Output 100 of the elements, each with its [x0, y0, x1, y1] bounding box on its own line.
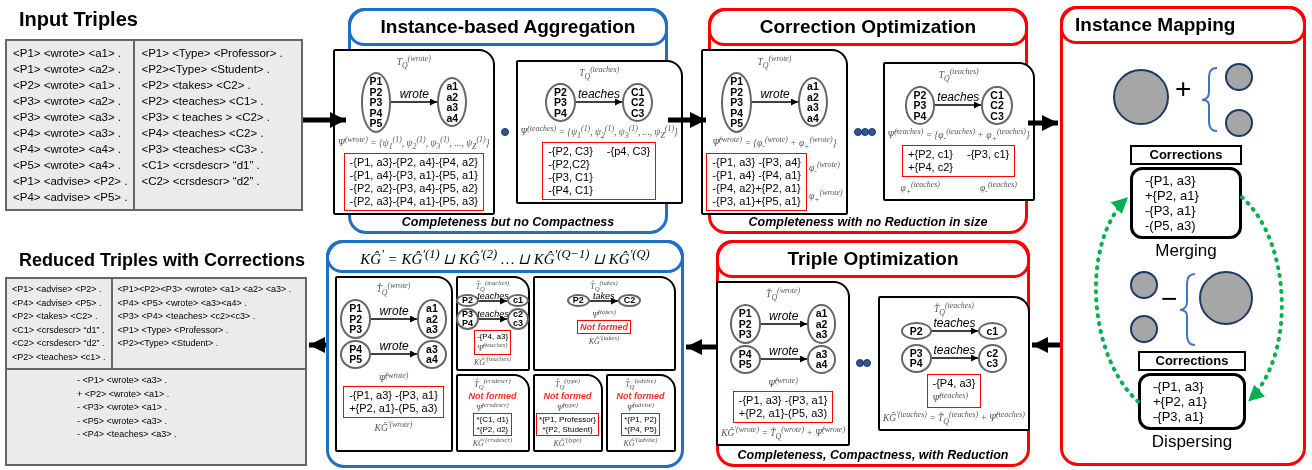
formula-text: KĜ$^{'(type)}$ — [553, 436, 582, 449]
status-text: Not formed — [543, 391, 592, 402]
caption-text: Merging — [1155, 241, 1217, 261]
panel-card — [532, 276, 676, 371]
status-text: Not formed — [616, 391, 665, 402]
panel-card — [515, 59, 683, 205]
ellipse-node: P2 — [566, 294, 590, 308]
arrow — [930, 354, 979, 362]
corrections-box: -{P1, a3} +{P2, a1} -{P3, a1} — [1138, 373, 1246, 430]
arrow — [930, 327, 979, 335]
formula-text: KĜ$^{'(wrote)}$ = T̂$_{Q}$$^{(wrote)}$ + Ψ̂$^{(wrote)}$ — [721, 423, 845, 442]
ellipse-node: C1 C2 C3 — [621, 82, 654, 123]
formula-text: Ψ̂$^{(wrote)}$ — [378, 369, 409, 385]
correction-entry: +{P2, a1}-(P5, a3) — [738, 406, 828, 420]
formula-text: Ψ̂$^{(wrote)}$ = {φ$_{-}$$^{(wrote)}$ + φ$_{+}$$^{(wrote)}$} — [712, 133, 837, 152]
ellipse-node: C2 — [617, 294, 642, 308]
correction-entry: -{P4, a3} — [476, 331, 509, 342]
corrections-header: Corrections — [1138, 351, 1246, 371]
correction-entry: *{P4, P5} — [624, 424, 657, 435]
formula-text: Ψ̂$^{(crsdescr)}$ — [476, 401, 509, 414]
edge-label: wrote — [379, 340, 409, 354]
ellipse-node: P4 P5 — [340, 339, 372, 369]
ellipse-node: c1 — [507, 294, 529, 308]
circle-node — [1199, 271, 1253, 325]
ellipse-node: a1 a2 a3 a4 — [437, 77, 468, 128]
correction-entry: +{P2, a1}-(P5, a3) — [349, 401, 438, 415]
correction-entry: -{P2, a2}-{P3, a4}-{P5, a2} — [349, 181, 478, 195]
corrections-header: Corrections — [1130, 145, 1242, 165]
correction-entry: *{P1, P2} — [624, 415, 657, 425]
arrow — [478, 315, 508, 323]
edge-label: wrote — [769, 309, 799, 323]
correction-box — [706, 152, 807, 211]
panel-card — [532, 373, 603, 452]
ellipse-node: P2 P3 P4 — [904, 85, 936, 125]
ellipse-node: P1 P2 P3 — [340, 299, 372, 339]
correction-entry: -{P1, a4} -{P4, a1} — [712, 168, 801, 182]
formula-text: KĜ$^{'(teaches)}$ — [474, 355, 511, 368]
arrow — [1028, 115, 1058, 131]
panel-title: KĜ$^{'}$ = KĜ$^{'(1)}$ ⊔ KĜ$^{'(2)}$ … ⊔ KĜ$^{'(Q−1)}$ ⊔ KĜ$^{'(Q)}$ — [326, 240, 684, 273]
panel-card — [455, 373, 530, 452]
correction-box — [343, 152, 484, 211]
arrow — [934, 101, 983, 109]
correction-entry: *{P2, d2} — [476, 424, 509, 435]
arrow — [390, 98, 439, 106]
panel-card — [605, 373, 676, 452]
arrow — [668, 112, 706, 128]
formula-text: KĜ$^{'(takes)}$ — [588, 333, 620, 347]
formula-text: KĜ$^{'(advise)}$ — [623, 436, 658, 449]
status-text: Not formed — [468, 391, 517, 402]
formula-text: Ψ̂$^{(wrote)}$ — [768, 374, 798, 390]
status-text: Not formed — [580, 321, 628, 332]
panel-card — [334, 276, 453, 452]
ellipse-node: P3 P4 — [456, 307, 479, 330]
table-cell: <P1> <advise> <P2> . <P4> <advise> <P5> . <P2> <takes> <C2> . <C1> <crsdescr> “d1” . <C2> <crsdescr> “d2” . <P2> <teaches> <c1> . — [6, 278, 112, 369]
ellipse-node: P4 P5 — [729, 344, 761, 374]
edge-label: wrote — [379, 304, 409, 318]
correction-entry: -{P2,C2} — [548, 158, 591, 172]
correction-box — [732, 390, 834, 423]
panel-title: Instance-based Aggregation — [348, 8, 668, 46]
circle-node — [1130, 315, 1158, 343]
formula-text: KĜ$^{'(wrote)}$ — [374, 418, 413, 434]
formula-text: Ψ̂$^{(type)}$ — [556, 401, 579, 414]
panel-frame — [716, 240, 1030, 467]
correction-box — [542, 142, 657, 201]
correction-entry: -{P4, a2}+{P2, a1} — [712, 181, 801, 195]
correction-entry: -{p4, C3} — [606, 145, 651, 159]
arrow — [589, 297, 619, 305]
operator-symbol: − — [1161, 285, 1178, 313]
ellipse-node: c2 c3 — [507, 307, 529, 330]
section-title: Reduced Triples with Corrections — [19, 250, 306, 271]
correction-entry: -{P4, a3} — [932, 376, 976, 390]
arrow — [575, 98, 623, 106]
arrow — [309, 337, 326, 353]
edge-label: wrote — [760, 88, 790, 102]
section-title: Input Triples — [19, 8, 138, 31]
circle-node — [1225, 63, 1253, 91]
ellipse-node: a3 a4 — [806, 344, 837, 374]
circle-node — [1113, 69, 1169, 125]
ellipse-node: P1 P2 P3 P4 P5 — [721, 72, 753, 133]
correction-entry: -{P1, a4}-{P3, a1}-{P5, a1} — [349, 168, 478, 182]
formula-text: Ψ̂$^{(teaches)}$ — [476, 341, 509, 354]
edge-label: teaches — [933, 316, 976, 330]
edge-label: teaches — [577, 88, 620, 102]
panel-card — [878, 295, 1030, 431]
table-cell: <P1> <Type> <Professor> . <P2><Type> <Student> . <P2> <takes> <C2> . <P2> <teaches> <C1> . <P3> < teaches > <C2> . <P4> <teaches> <C2> . <P3> <teaches> <C3> . <C1> <crsdescr> “d1” . <C2> <crsdescr> “d2” . — [134, 40, 302, 210]
ellipse-node: a1 a2 a3 — [417, 299, 447, 339]
arrow — [370, 315, 418, 323]
panel-card — [701, 49, 848, 215]
correction-box — [343, 385, 444, 418]
panel-card — [333, 49, 495, 215]
edge-label: teaches — [477, 291, 509, 301]
formula-text: Ψ$^{(wrote)}$ = {ψ$_{1}$$^{(1)}$, ψ$_{2}$$^{(1)}$, ψ$_{3}$$^{(1)}$, ..., ψ$_{Z}$$^{(1)}$} — [338, 133, 490, 152]
ellipse-node: P3 P4 — [900, 343, 932, 373]
ellipse-node: P1 P2 P3 P4 P5 — [360, 72, 392, 133]
correction-entry: -{P2, a3}-{P4, a1}-{P5, a3} — [349, 194, 478, 208]
formula-text: Ψ̂$^{(teaches)}$ = {φ$_{-}$$^{(teaches)}$ + φ$_{+}$$^{(teaches)}$} — [887, 126, 1030, 145]
correction-entry: -{P3, a1}+{P5, a1} — [712, 194, 801, 208]
correction-entry: -{P4, C1} — [548, 184, 593, 198]
correction-entry: *{P2, Student} — [541, 424, 594, 435]
circle-node — [1130, 271, 1158, 299]
